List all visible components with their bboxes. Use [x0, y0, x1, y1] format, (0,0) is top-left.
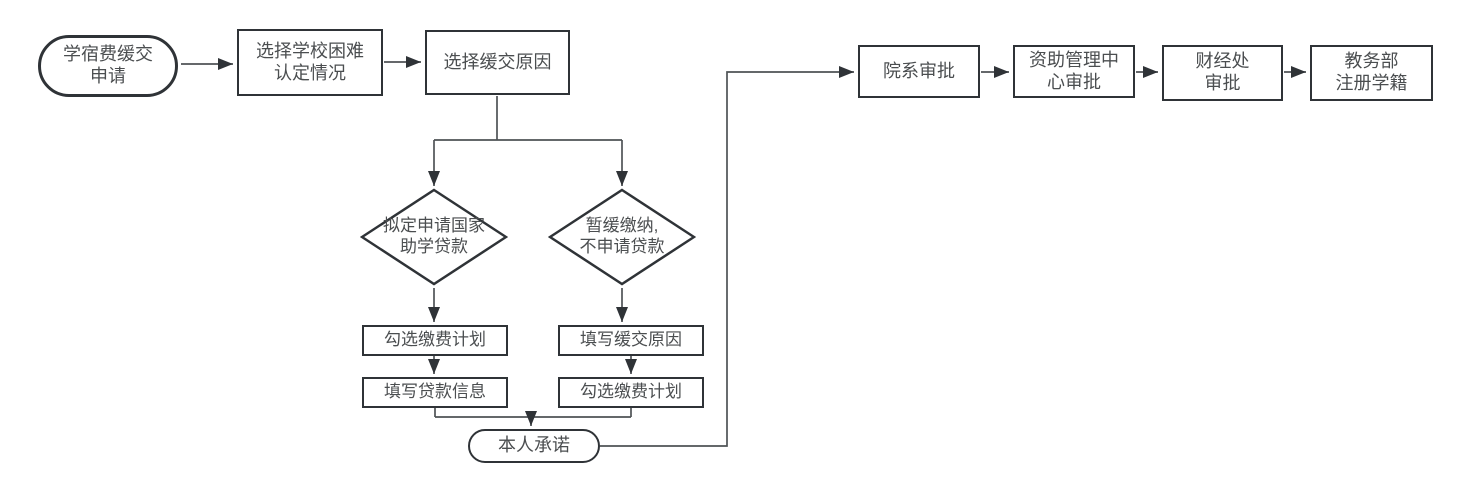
- node-select-reason: 选择缓交原因: [425, 30, 570, 95]
- edge-select-reason-split: [434, 96, 622, 141]
- node-registration: 教务部 注册学籍: [1310, 45, 1433, 101]
- diamond-shape: [360, 188, 508, 286]
- node-decision-loan-label: 拟定申请国家 助学贷款: [383, 216, 485, 256]
- node-check-plan-right-label: 勾选缴费计划: [580, 382, 682, 402]
- node-select-difficulty: 选择学校困难 认定情况: [237, 29, 383, 96]
- node-finance-approval-label: 财经处 审批: [1195, 51, 1250, 93]
- node-select-reason-label: 选择缓交原因: [443, 51, 552, 72]
- node-registration-label: 教务部 注册学籍: [1335, 51, 1408, 93]
- node-decision-defer: 暂缓缴纳, 不申请贷款: [548, 188, 696, 286]
- node-funding-center-approval: 资助管理中 心审批: [1013, 45, 1135, 98]
- edge-merge-to-commitment: [434, 408, 632, 426]
- node-finance-approval: 财经处 审批: [1162, 45, 1283, 101]
- node-dept-approval-label: 院系审批: [883, 60, 955, 81]
- node-fill-defer-reason: 填写缓交原因: [558, 325, 704, 356]
- node-decision-loan: 拟定申请国家 助学贷款: [360, 188, 508, 286]
- node-decision-defer-label: 暂缓缴纳, 不申请贷款: [579, 216, 665, 256]
- node-select-difficulty-label: 选择学校困难 认定情况: [256, 40, 364, 83]
- node-fill-loan-info: 填写贷款信息: [362, 377, 508, 408]
- node-check-plan-right: 勾选缴费计划: [558, 377, 704, 408]
- node-commitment-label: 本人承诺: [498, 435, 570, 456]
- node-funding-center-approval-label: 资助管理中 心审批: [1029, 49, 1119, 92]
- node-start-label: 学宿费缓交 申请: [63, 44, 153, 86]
- node-fill-defer-reason-label: 填写缓交原因: [580, 330, 682, 350]
- node-check-plan-left-label: 勾选缴费计划: [384, 330, 486, 350]
- node-start: 学宿费缓交 申请: [38, 35, 178, 97]
- node-fill-loan-info-label: 填写贷款信息: [384, 382, 486, 402]
- node-check-plan-left: 勾选缴费计划: [362, 325, 508, 356]
- diamond-shape: [548, 188, 696, 286]
- node-commitment: 本人承诺: [468, 429, 600, 463]
- node-dept-approval: 院系审批: [858, 45, 980, 98]
